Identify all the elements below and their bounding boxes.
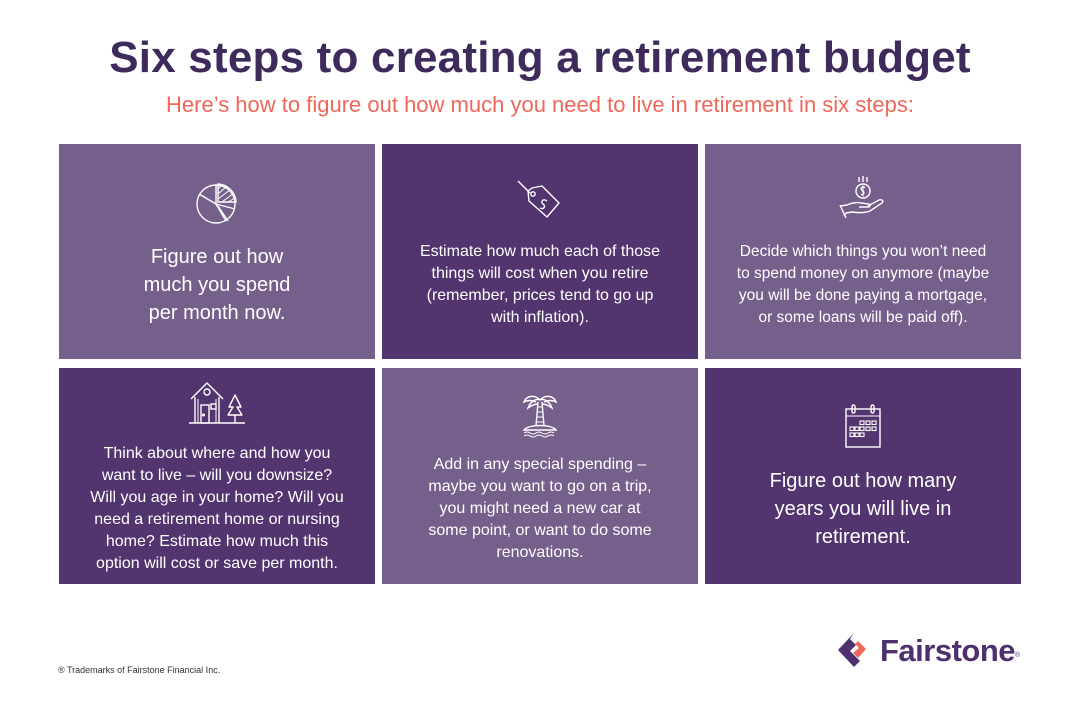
steps-grid: Figure out how much you spend per month …	[59, 144, 1021, 584]
step-text: Figure out how much you spend per month …	[143, 245, 291, 324]
step-tile-4: Think about where and how you want to li…	[59, 368, 375, 584]
step-text: Think about where and how you want to li…	[90, 445, 344, 572]
step-text: Estimate how much each of those things w…	[419, 242, 661, 326]
step-tile-3: Decide which things you won’t need to sp…	[705, 144, 1021, 359]
trademark-footnote: ® Trademarks of Fairstone Financial Inc.	[58, 665, 221, 675]
fairstone-wordmark: Fairstone	[880, 633, 1016, 668]
step-tile-1: Figure out how much you spend per month …	[59, 144, 375, 359]
registered-mark: ®	[1015, 651, 1021, 659]
step-tile-6: Figure out how many years you will live …	[705, 368, 1021, 584]
hand-coin-icon	[837, 175, 889, 227]
pie-chart-icon	[191, 177, 243, 229]
price-tag-icon	[514, 175, 566, 227]
fairstone-logo-mark-icon	[836, 631, 876, 671]
step-tile-2: Estimate how much each of those things w…	[382, 144, 698, 359]
fairstone-logo: Fairstone ®	[836, 628, 1026, 674]
house-tree-icon	[187, 377, 247, 429]
step-tile-5: Add in any special spending – maybe you …	[382, 368, 698, 584]
calendar-icon	[837, 401, 889, 453]
step-text: Decide which things you won’t need to sp…	[736, 242, 990, 326]
step-text: Add in any special spending – maybe you …	[428, 456, 652, 561]
page-subtitle: Here’s how to figure out how much you ne…	[166, 92, 914, 117]
palm-island-icon	[514, 388, 566, 440]
page-title: Six steps to creating a retirement budge…	[109, 33, 971, 82]
step-text: Figure out how many years you will live …	[769, 470, 957, 548]
